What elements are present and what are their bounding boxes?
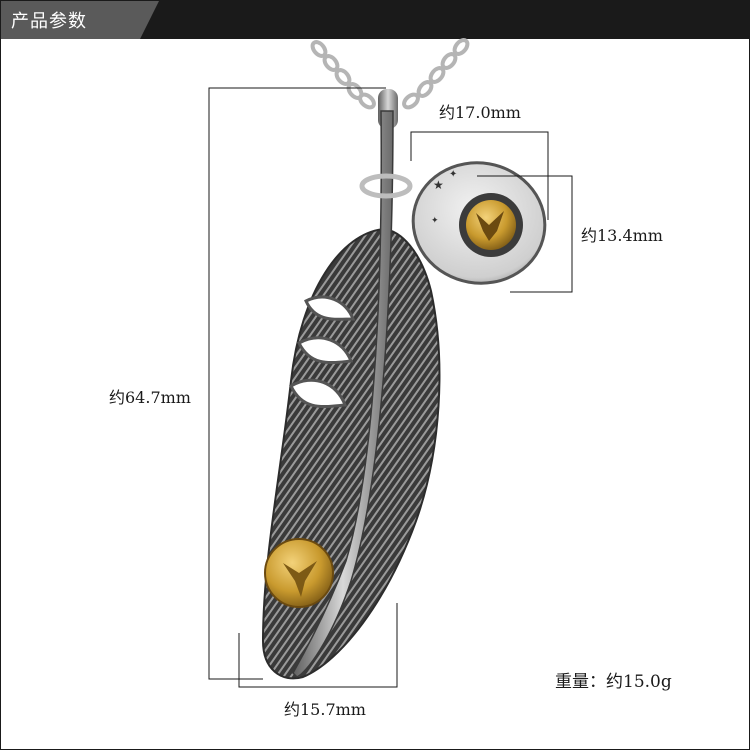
feather-shaft [292, 110, 394, 678]
dimension-lines [208, 87, 573, 688]
feather-body [261, 227, 441, 680]
jump-ring [359, 173, 413, 199]
vane-notch [289, 378, 348, 409]
header-tab [1, 1, 159, 39]
feather-length-label: 约64.7mm [109, 388, 191, 407]
pendant-width-label: 约17.0mm [439, 103, 521, 122]
feather-width-label: 约15.7mm [284, 700, 366, 719]
gold-medallion [264, 538, 334, 608]
header-title: 产品参数 [11, 11, 87, 32]
pendant-height-label: 约13.4mm [581, 226, 663, 245]
svg-text:✦: ✦ [431, 216, 439, 226]
vane-notch [297, 336, 354, 365]
svg-text:★: ★ [433, 178, 444, 192]
svg-text:✦: ✦ [449, 169, 457, 180]
vane-notch [304, 295, 356, 321]
charm-pendant: ★ ✦ ✦ [411, 161, 547, 285]
weight-label: 重量：约15.0g [555, 672, 672, 692]
